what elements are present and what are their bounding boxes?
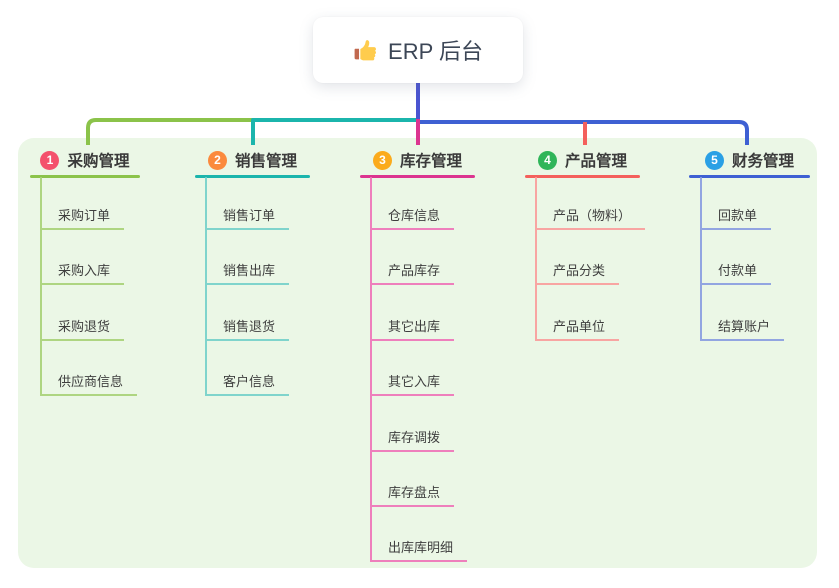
child-node[interactable]: 产品分类 [535, 260, 620, 286]
child-node[interactable]: 供应商信息 [40, 371, 138, 397]
child-node[interactable]: 结算账户 [700, 316, 785, 341]
branch-column-5: 5 财务管理 回款单 付款单 结算账户 [689, 138, 810, 568]
branch-number-badge: 2 [207, 150, 227, 170]
child-node-label: 产品（物料） [553, 208, 632, 223]
branch-title-label: 采购管理 [67, 153, 130, 170]
child-node-label: 库存调拨 [388, 429, 441, 445]
child-node[interactable]: 采购入库 [40, 260, 125, 286]
branch-column-4: 4 产品管理 产品（物料） 产品分类 产品单位 [525, 138, 646, 568]
child-node[interactable]: 采购退货 [40, 316, 125, 341]
child-node[interactable]: 库存盘点 [370, 482, 455, 507]
branch-number-badge: 5 [704, 150, 724, 170]
branch-column-1: 1 采购管理 采购订单 采购入库 采购退货 供应商信息 [30, 138, 140, 568]
branch-node[interactable]: 2 销售管理 [195, 147, 310, 173]
child-node[interactable]: 采购订单 [40, 205, 125, 230]
child-node-label: 库存盘点 [388, 485, 441, 500]
child-node-label: 仓库信息 [388, 208, 441, 223]
child-node[interactable]: 销售退货 [205, 316, 290, 341]
child-node[interactable]: 库存调拨 [370, 427, 455, 452]
branch-child-connector [535, 177, 537, 341]
branch-title-label: 库存管理 [399, 153, 462, 170]
branch-child-connector [700, 177, 702, 341]
branch-underline [525, 175, 640, 178]
child-node[interactable]: 产品库存 [370, 260, 455, 286]
branch-column-3: 3 库存管理 仓库信息 产品库存 其它出库 其它入库 库存调拨 库存盘点 出库库… [360, 138, 475, 568]
branch-child-connector [205, 177, 207, 397]
child-node-label: 产品库存 [388, 263, 441, 279]
child-node-label: 采购退货 [58, 318, 111, 334]
child-node[interactable]: 出库库明细 [370, 537, 468, 563]
child-node[interactable]: 付款单 [700, 260, 772, 286]
child-node-label: 产品单位 [553, 318, 606, 334]
branch-child-connector [40, 177, 42, 397]
child-node-label: 付款单 [718, 263, 758, 279]
root-title: ERP 后台 [388, 39, 483, 64]
branch-node[interactable]: 4 产品管理 [525, 147, 640, 173]
branch-underline [195, 175, 310, 178]
child-node[interactable]: 仓库信息 [370, 205, 455, 230]
child-node[interactable]: 产品（物料） [535, 205, 646, 230]
child-node-label: 采购入库 [58, 263, 111, 279]
branch-node[interactable]: 5 财务管理 [689, 147, 810, 173]
child-node[interactable]: 其它入库 [370, 371, 455, 397]
child-node-label: 出库库明细 [388, 540, 454, 556]
branch-title-label: 财务管理 [731, 153, 794, 170]
child-node[interactable]: 回款单 [700, 205, 772, 230]
child-node-label: 销售出库 [223, 263, 276, 279]
child-node-label: 其它入库 [388, 374, 441, 390]
branch-number-badge: 1 [40, 150, 60, 170]
branch-column-2: 2 销售管理 销售订单 销售出库 销售退货 客户信息 [195, 138, 310, 568]
child-node[interactable]: 产品单位 [535, 316, 620, 341]
branch-number-badge: 3 [372, 150, 392, 170]
child-node-label: 客户信息 [223, 374, 276, 390]
child-node-label: 其它出库 [388, 318, 441, 334]
branch-node[interactable]: 3 库存管理 [360, 147, 475, 173]
branch-node[interactable]: 1 采购管理 [30, 147, 140, 173]
branch-underline [689, 175, 810, 178]
child-node-label: 结算账户 [718, 318, 771, 334]
branch-child-connector [370, 177, 372, 563]
root-node[interactable]: ERP 后台 [313, 17, 523, 83]
child-node[interactable]: 其它出库 [370, 316, 455, 341]
branch-number-badge: 4 [537, 150, 557, 170]
child-node[interactable]: 销售订单 [205, 205, 290, 230]
branches-panel [18, 138, 817, 568]
thumbs-up-icon [354, 39, 377, 60]
child-node[interactable]: 销售出库 [205, 260, 290, 286]
branch-title-label: 产品管理 [564, 153, 627, 170]
branch-underline [360, 175, 475, 178]
child-node[interactable]: 客户信息 [205, 371, 290, 397]
child-node-label: 供应商信息 [58, 374, 124, 390]
child-node-label: 销售退货 [223, 318, 276, 334]
branch-underline [30, 175, 140, 178]
child-node-label: 产品分类 [553, 263, 606, 279]
child-node-label: 销售订单 [223, 208, 276, 223]
branch-title-label: 销售管理 [234, 153, 297, 170]
child-node-label: 采购订单 [58, 208, 111, 223]
child-node-label: 回款单 [718, 208, 758, 223]
